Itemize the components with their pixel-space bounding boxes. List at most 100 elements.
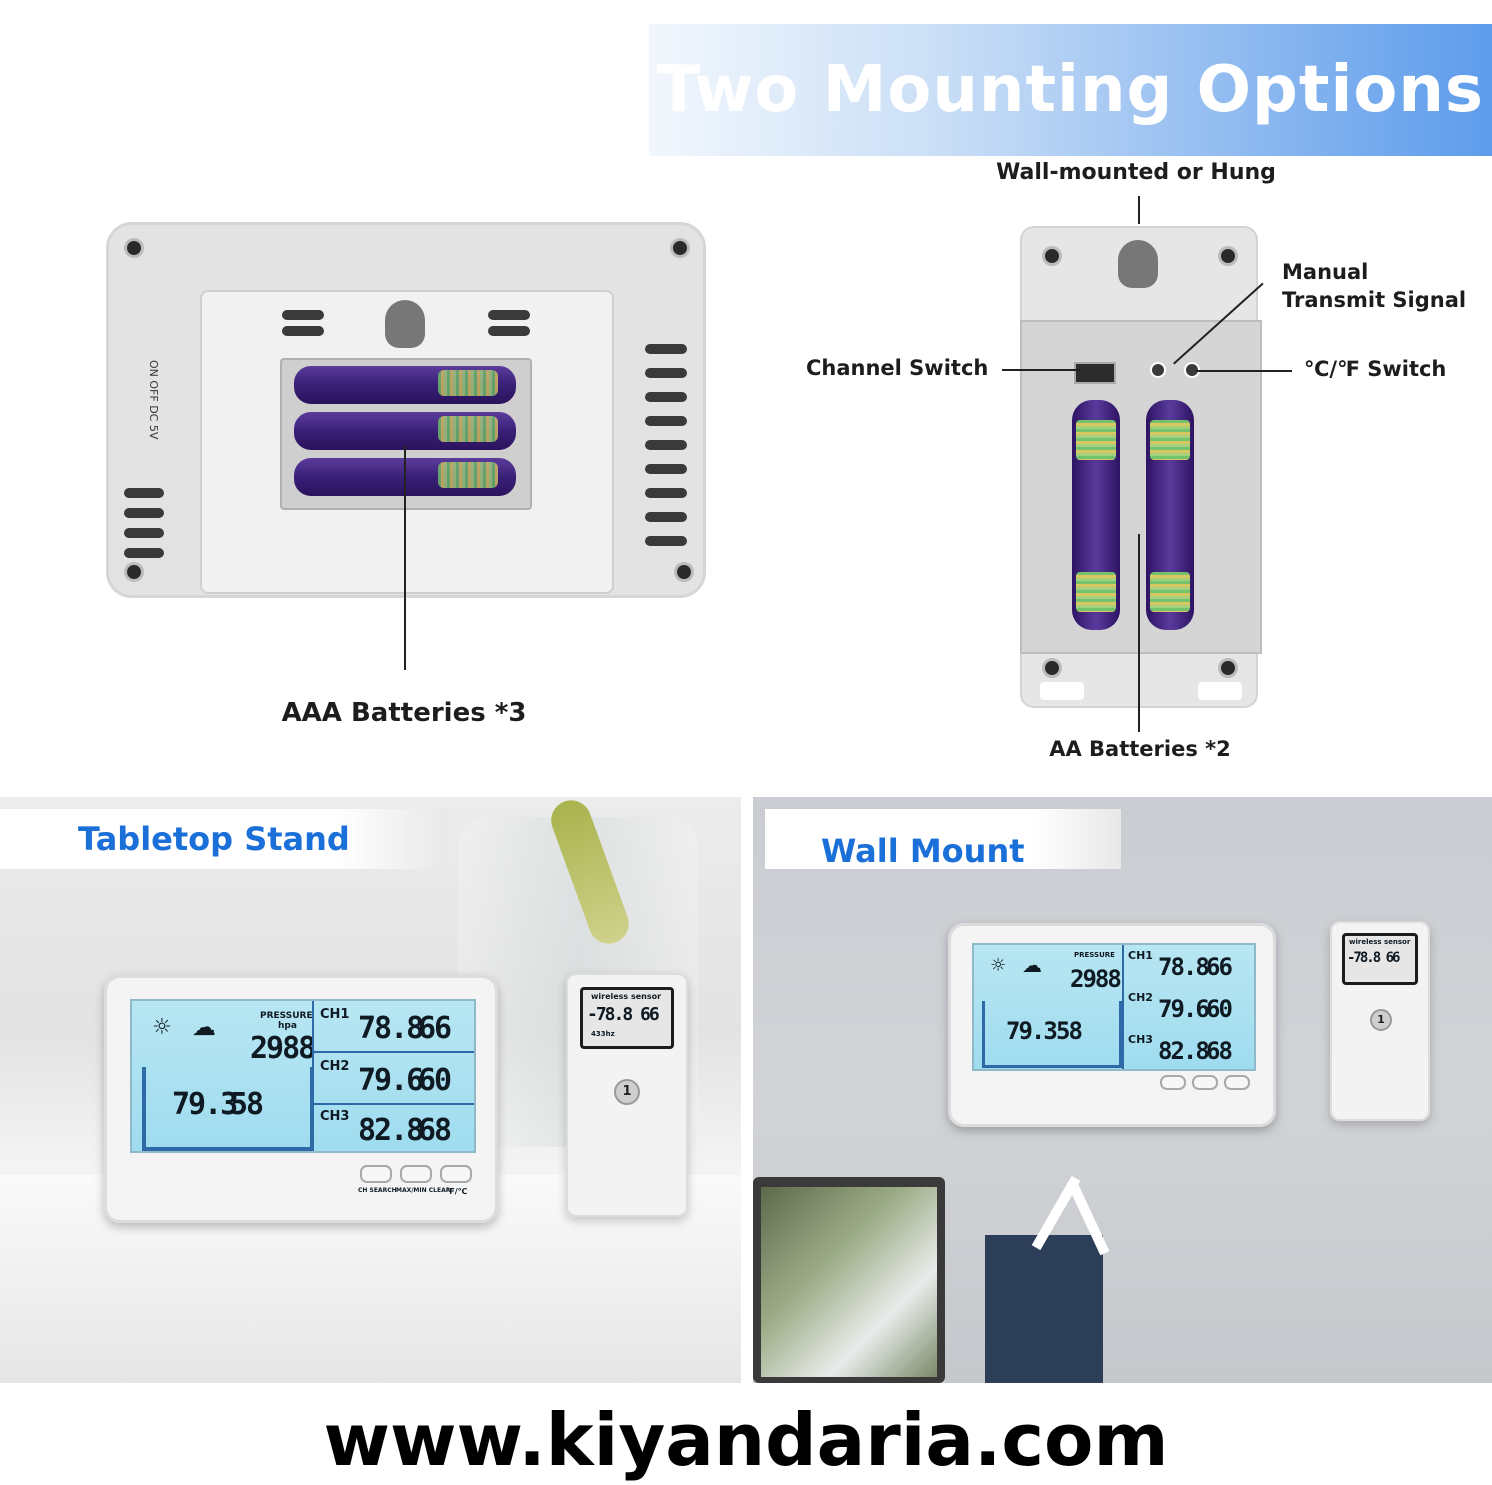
lcd-divider xyxy=(312,1001,314,1151)
unit-toggle-label: ℉/℃ xyxy=(446,1187,468,1196)
wallmount-photo: Wall Mount ☼ ☁ PRESSURE 2988 79.3 58 CH1… xyxy=(753,797,1492,1383)
wall-indoor-humidity: 58 xyxy=(1056,1017,1083,1045)
station-lcd: ☼ ☁ PRESSURE hpa 2988 79.3 58 CH1 78.8 6… xyxy=(130,999,476,1153)
vent-slot xyxy=(124,528,164,538)
wall-weather-station: ☼ ☁ PRESSURE 2988 79.3 58 CH1 78.8 66 CH… xyxy=(948,923,1276,1127)
screw-icon xyxy=(670,238,690,258)
wall-ch1-temp: 78.8 xyxy=(1158,953,1210,981)
vent-slot xyxy=(645,392,687,402)
ch2-temp: 79.6 xyxy=(358,1063,424,1098)
sensor-channel-badge: 1 xyxy=(614,1079,640,1105)
laptop-wallpaper xyxy=(761,1187,937,1377)
tabletop-photo: Tabletop Stand ☼ ☁ PRESSURE hpa 2988 79.… xyxy=(0,797,741,1383)
vent-slot xyxy=(124,488,164,498)
ch3-humidity: 68 xyxy=(418,1113,452,1148)
lcd-divider xyxy=(1122,945,1124,1069)
manual-label: Manual xyxy=(1282,260,1369,284)
sensor-lcd: wireless sensor -78.8 66 433hz xyxy=(580,987,674,1049)
pressure-label: PRESSURE xyxy=(260,1011,313,1021)
callout-line xyxy=(1138,196,1140,224)
screw-icon xyxy=(674,562,694,582)
max-min-clear-label: MAX/MIN CLEAR xyxy=(396,1187,451,1194)
wall-sensor-lcd: wireless sensor -78.8 66 xyxy=(1342,933,1418,985)
weather-station: ☼ ☁ PRESSURE hpa 2988 79.3 58 CH1 78.8 6… xyxy=(104,975,498,1223)
wall-pressure-label: PRESSURE xyxy=(1074,951,1115,959)
header-banner: Two Mounting Options xyxy=(649,24,1492,156)
vent-slot xyxy=(645,416,687,426)
wall-ch2-label: CH2 xyxy=(1128,991,1153,1004)
ch1-temp: 78.8 xyxy=(358,1011,424,1046)
wall-pressure-value: 2988 xyxy=(1070,965,1122,993)
ch2-humidity: 60 xyxy=(418,1063,452,1098)
wall-station-lcd: ☼ ☁ PRESSURE 2988 79.3 58 CH1 78.8 66 CH… xyxy=(972,943,1256,1071)
callout-line xyxy=(1138,534,1140,732)
sensor-reading: -78.8 66 xyxy=(587,1004,660,1025)
vent-slot xyxy=(282,310,324,320)
vent-slot xyxy=(488,326,530,336)
wall-mounted-label: Wall-mounted or Hung xyxy=(996,160,1276,185)
max-min-clear-button[interactable] xyxy=(1192,1075,1218,1090)
wallmount-tag-text: Wall Mount xyxy=(821,832,1025,870)
weather-cloud-icon: ☁ xyxy=(1022,953,1042,977)
lcd-divider xyxy=(314,1051,474,1053)
aaa-battery xyxy=(292,364,518,406)
pressure-value: 2988 xyxy=(250,1031,316,1066)
house-outline xyxy=(982,1001,1122,1068)
indoor-temp: 79.3 xyxy=(172,1087,238,1122)
lcd-divider xyxy=(314,1103,474,1105)
vent-slot xyxy=(645,440,687,450)
channel-switch-label: Channel Switch xyxy=(806,356,989,380)
wall-ch2-temp: 79.6 xyxy=(1158,995,1210,1023)
sensor-frequency: 433hz xyxy=(591,1030,615,1038)
screw-icon xyxy=(124,238,144,258)
unit-toggle-button[interactable] xyxy=(1224,1075,1250,1090)
wall-sensor-channel-badge: 1 xyxy=(1370,1009,1392,1031)
aaa-batteries-label: AAA Batteries *3 xyxy=(281,698,527,728)
screw-icon xyxy=(1042,246,1062,266)
indoor-humidity: 58 xyxy=(230,1087,264,1122)
vent-slot xyxy=(488,310,530,320)
screw-icon xyxy=(1042,658,1062,678)
max-min-clear-button[interactable] xyxy=(400,1165,432,1183)
foot-pad xyxy=(1198,682,1242,700)
vent-slot xyxy=(645,344,687,354)
vent-slot xyxy=(124,508,164,518)
weather-sun-icon: ☼ xyxy=(990,955,1007,976)
ch-search-button[interactable] xyxy=(1160,1075,1186,1090)
battery-compartment xyxy=(1020,320,1262,654)
website-url[interactable]: www.kiyandaria.com xyxy=(323,1398,1169,1482)
vent-slot xyxy=(282,326,324,336)
callout-line xyxy=(404,446,406,670)
vent-slot xyxy=(124,548,164,558)
vent-slot xyxy=(645,488,687,498)
pressure-unit: hpa xyxy=(278,1021,297,1031)
aa-battery xyxy=(1072,400,1120,630)
screw-icon xyxy=(124,562,144,582)
wall-ch3-temp: 82.8 xyxy=(1158,1037,1210,1065)
wall-wireless-sensor: wireless sensor -78.8 66 1 xyxy=(1330,921,1430,1121)
screw-icon xyxy=(1218,246,1238,266)
page-title: Two Mounting Options xyxy=(656,53,1484,127)
keyhole-icon xyxy=(1118,240,1158,288)
vent-slot xyxy=(645,464,687,474)
wall-ch3-humidity: 68 xyxy=(1206,1037,1233,1065)
aa-battery xyxy=(1146,400,1194,630)
wall-sensor-reading: -78.8 66 xyxy=(1347,950,1400,966)
ch1-humidity: 66 xyxy=(418,1011,452,1046)
wall-ch1-humidity: 66 xyxy=(1206,953,1233,981)
wireless-sensor: wireless sensor -78.8 66 433hz 1 xyxy=(566,973,688,1217)
wall-ch2-humidity: 60 xyxy=(1206,995,1233,1023)
unit-toggle-button[interactable] xyxy=(440,1165,472,1183)
transmit-button xyxy=(1150,362,1166,378)
vent-slot xyxy=(645,368,687,378)
vent-slot xyxy=(645,512,687,522)
channel-switch xyxy=(1074,362,1116,384)
callout-line xyxy=(1196,370,1292,372)
ch3-label: CH3 xyxy=(320,1109,350,1124)
vent-slot xyxy=(645,536,687,546)
wall-ch3-label: CH3 xyxy=(1128,1033,1153,1046)
wall-indoor-temp: 79.3 xyxy=(1006,1017,1058,1045)
ch-search-button[interactable] xyxy=(360,1165,392,1183)
weather-sun-icon: ☼ xyxy=(152,1015,172,1040)
tabletop-tag-text: Tabletop Stand xyxy=(78,820,350,858)
